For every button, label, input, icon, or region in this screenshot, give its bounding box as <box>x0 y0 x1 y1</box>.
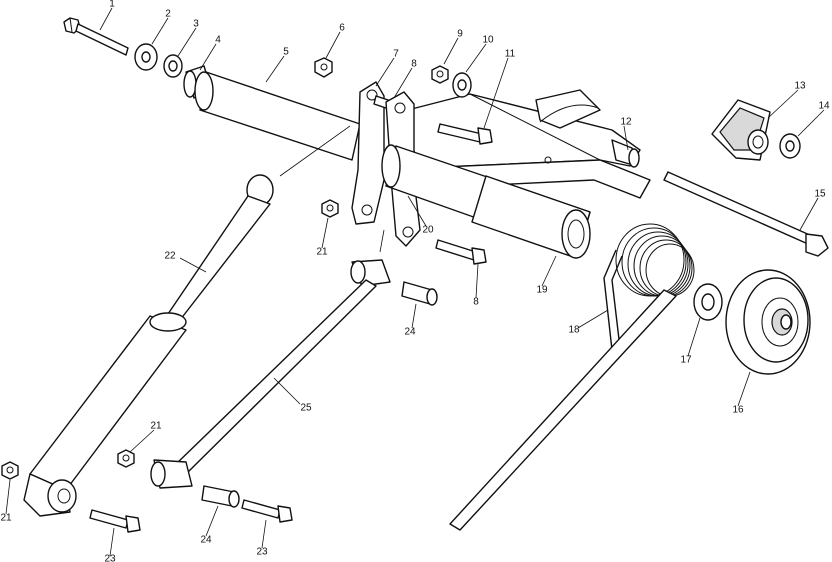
part-21-nut-b <box>117 449 135 468</box>
rail-frame <box>399 89 651 199</box>
part-23-bolt-a <box>89 509 141 533</box>
part-10-washer <box>452 72 472 98</box>
part-24-bushing-b <box>201 485 240 508</box>
part-25-arm <box>150 259 391 489</box>
callout-4: 4 <box>215 35 221 46</box>
callout-13: 13 <box>794 81 806 92</box>
callout-9: 9 <box>457 29 463 40</box>
callout-21b: 21 <box>150 421 162 432</box>
part-1-bolt <box>63 17 129 56</box>
callout-25: 25 <box>300 403 312 414</box>
part-13-block <box>711 99 771 161</box>
part-21-nut-c <box>1 461 19 480</box>
callout-6: 6 <box>339 23 345 34</box>
part-15-bolt <box>663 171 829 257</box>
callout-24b: 24 <box>200 535 212 546</box>
callout-14: 14 <box>818 101 830 112</box>
part-16-wheel <box>725 269 811 375</box>
callout-22: 22 <box>164 251 176 262</box>
callout-10: 10 <box>482 35 494 46</box>
callout-1: 1 <box>109 0 115 10</box>
callout-8b: 8 <box>473 297 479 308</box>
callout-24a: 24 <box>404 327 416 338</box>
callout-21a: 21 <box>316 247 328 258</box>
callout-15: 15 <box>814 189 826 200</box>
part-24-bushing-a <box>401 281 438 306</box>
callout-2: 2 <box>165 9 171 20</box>
callout-12: 12 <box>620 117 632 128</box>
callout-5: 5 <box>283 47 289 58</box>
callout-19: 19 <box>536 285 548 296</box>
part-2-washer <box>134 43 158 71</box>
part-17-washer <box>693 283 723 321</box>
part-21-nut-a <box>321 199 339 218</box>
part-6-nut <box>314 57 333 78</box>
callout-16: 16 <box>732 405 744 416</box>
callout-23a: 23 <box>104 554 116 562</box>
part-3-washer <box>163 54 183 78</box>
callout-20: 20 <box>422 225 434 236</box>
part-22-shock <box>23 174 274 517</box>
part-7-bracket-left <box>351 81 385 225</box>
callout-17: 17 <box>680 355 692 366</box>
callout-23b: 23 <box>256 547 268 558</box>
callout-7: 7 <box>393 49 399 60</box>
callout-21c: 21 <box>0 513 12 524</box>
callout-3: 3 <box>193 19 199 30</box>
leader-lines <box>5 7 825 557</box>
callout-8a: 8 <box>411 59 417 70</box>
part-14-washer <box>779 133 801 159</box>
part-19-roller-tube <box>381 144 591 259</box>
part-23-bolt-b <box>241 499 293 523</box>
part-8-bolt-lower <box>435 239 487 265</box>
part-11-bolt <box>437 123 493 145</box>
callout-18: 18 <box>568 325 580 336</box>
part-5-shaft-tube <box>194 71 361 161</box>
part-9-nut <box>431 65 449 84</box>
callout-11: 11 <box>505 49 516 60</box>
part-18-spring <box>449 223 695 531</box>
